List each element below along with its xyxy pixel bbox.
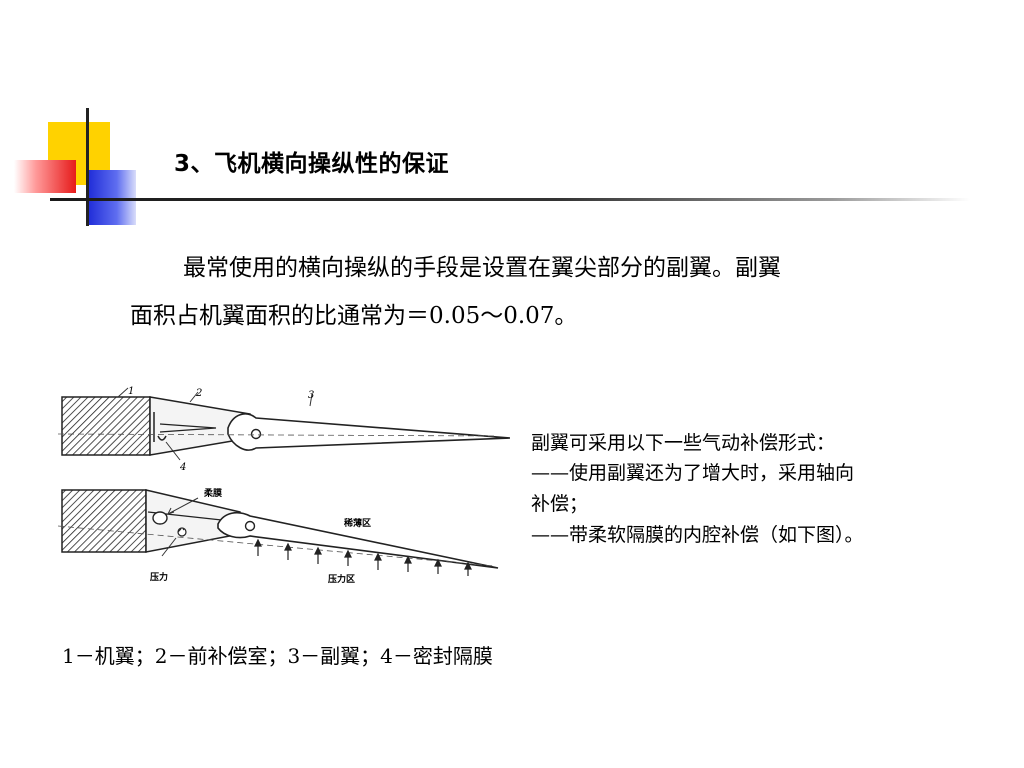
side-text-line-1: 副翼可采用以下一些气动补偿形式：	[531, 432, 836, 454]
label-thin-zone: 稀薄区	[344, 517, 371, 529]
side-text-line-3: 补偿；	[531, 493, 589, 515]
side-text-line-4: ——带柔软隔膜的内腔补偿（如下图）。	[531, 524, 864, 546]
figure-legend: 1－机翼；2－前补偿室；3－副翼；4－密封隔膜	[62, 644, 493, 668]
label-pressure-zone: 压力区	[328, 573, 355, 585]
slide-title: 3、飞机横向操纵性的保证	[174, 151, 450, 177]
label-2: 2	[195, 388, 202, 399]
paragraph-line-1: 最常使用的横向操纵的手段是设置在翼尖部分的副翼。副翼	[183, 255, 781, 281]
upper-figure	[58, 387, 510, 461]
lower-figure	[58, 489, 499, 576]
paragraph-line-2: 面积占机翼面积的比通常为＝0.05～0.07。	[130, 303, 578, 329]
label-4: 4	[179, 462, 186, 473]
label-1: 1	[128, 386, 134, 397]
decor-red-bar	[14, 160, 76, 193]
title-underline-rule	[50, 198, 970, 201]
side-text-line-2: ——使用副翼还为了增大时，采用轴向	[531, 462, 855, 484]
label-3: 3	[308, 390, 314, 401]
label-pressure: 压力	[150, 571, 168, 583]
aileron-compensation-diagram: 1 2 3 4 柔膜 稀薄区 压力 压力区	[58, 386, 510, 585]
label-membrane: 柔膜	[203, 487, 223, 499]
decor-vertical-line	[86, 108, 89, 226]
decor-blue-square	[88, 170, 136, 225]
